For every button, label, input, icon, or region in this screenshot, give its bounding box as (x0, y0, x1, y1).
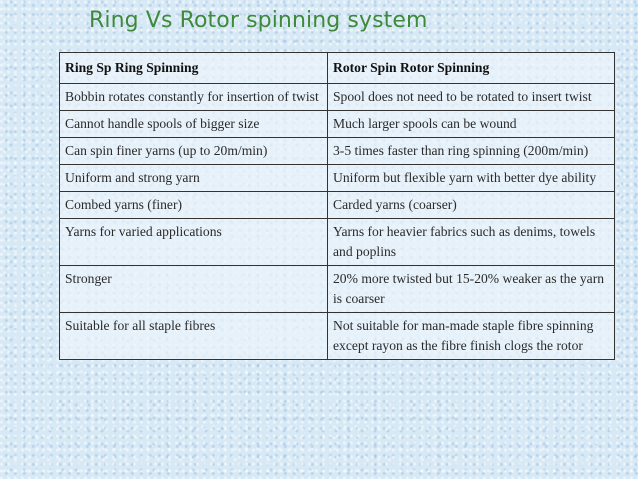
table-header-row: Ring Sp Ring Spinning Rotor Spin Rotor S… (59, 52, 615, 84)
rotor-cell: Much larger spools can be wound (327, 110, 615, 138)
rotor-cell: 3-5 times faster than ring spinning (200… (327, 137, 615, 165)
ring-cell: Suitable for all staple fibres (59, 312, 328, 360)
rotor-cell: 20% more twisted but 15-20% weaker as th… (327, 265, 615, 313)
rotor-cell: Carded yarns (coarser) (327, 191, 615, 219)
table-row: Suitable for all staple fibres Not suita… (59, 312, 615, 360)
ring-cell: Cannot handle spools of bigger size (59, 110, 328, 138)
table-row: Yarns for varied applications Yarns for … (59, 218, 615, 266)
ring-cell: Uniform and strong yarn (59, 164, 328, 192)
slide-title: Ring Vs Rotor spinning system (89, 8, 428, 33)
rotor-cell: Not suitable for man-made staple fibre s… (327, 312, 615, 360)
ring-cell: Yarns for varied applications (59, 218, 328, 266)
rotor-cell: Yarns for heavier fabrics such as denims… (327, 218, 615, 266)
comparison-table: Ring Sp Ring Spinning Rotor Spin Rotor S… (59, 52, 615, 360)
header-ring-spinning: Ring Sp Ring Spinning (59, 52, 328, 84)
rotor-cell: Spool does not need to be rotated to ins… (327, 83, 615, 111)
ring-cell: Stronger (59, 265, 328, 313)
header-rotor-spinning: Rotor Spin Rotor Spinning (327, 52, 615, 84)
rotor-cell: Uniform but flexible yarn with better dy… (327, 164, 615, 192)
table-row: Combed yarns (finer) Carded yarns (coars… (59, 191, 615, 219)
ring-cell: Can spin finer yarns (up to 20m/min) (59, 137, 328, 165)
table-row: Can spin finer yarns (up to 20m/min) 3-5… (59, 137, 615, 165)
ring-cell: Combed yarns (finer) (59, 191, 328, 219)
table-row: Stronger 20% more twisted but 15-20% wea… (59, 265, 615, 313)
table-row: Uniform and strong yarn Uniform but flex… (59, 164, 615, 192)
table-row: Cannot handle spools of bigger size Much… (59, 110, 615, 138)
ring-cell: Bobbin rotates constantly for insertion … (59, 83, 328, 111)
table-row: Bobbin rotates constantly for insertion … (59, 83, 615, 111)
